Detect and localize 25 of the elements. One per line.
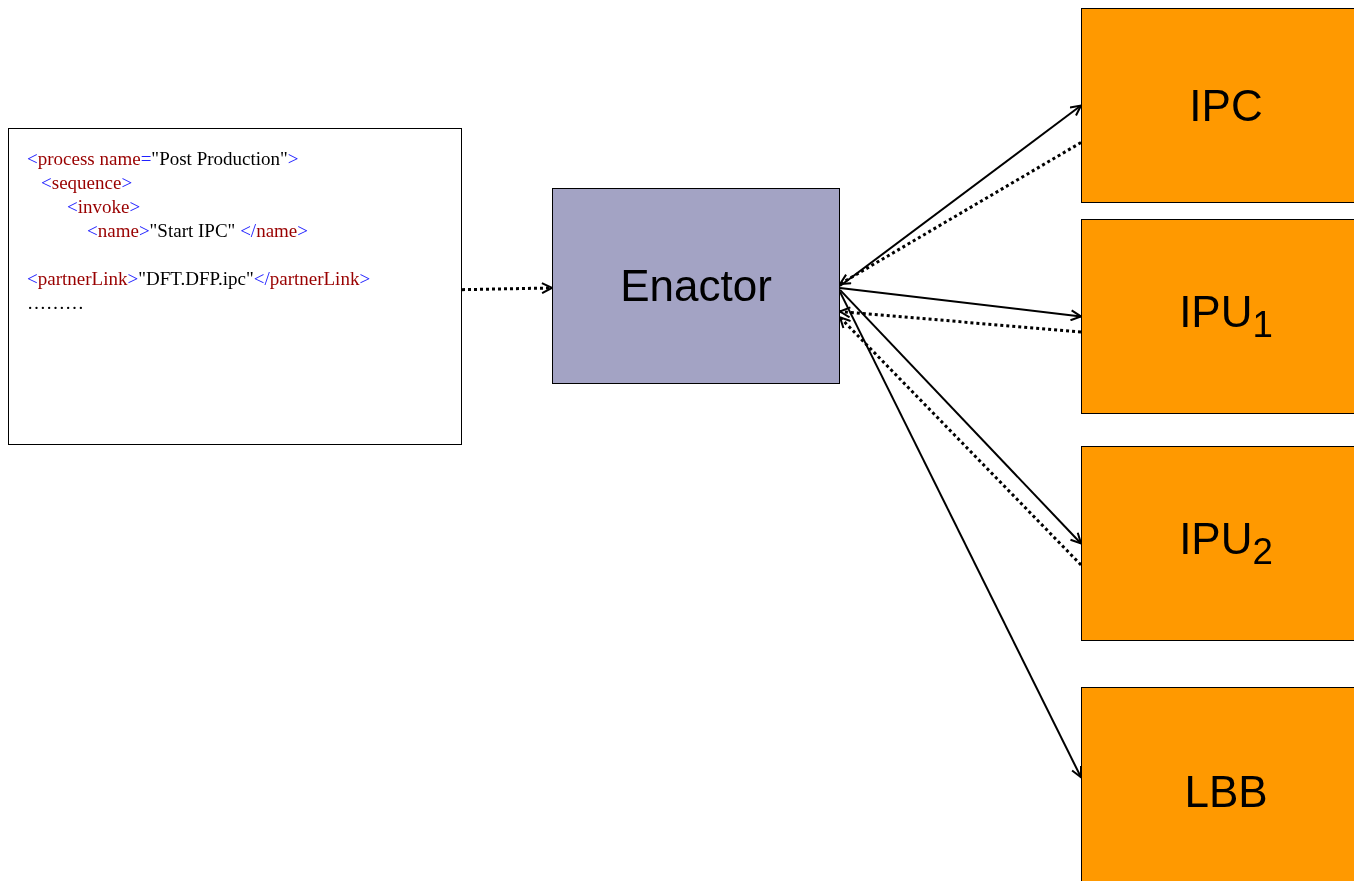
node-label: IPU$_{1}$ bbox=[1179, 287, 1273, 346]
arrow bbox=[839, 286, 1082, 322]
arrow bbox=[839, 290, 1083, 779]
arrow bbox=[839, 104, 1082, 287]
code-line: <name>"Start IPC" </name> bbox=[86, 219, 309, 243]
node-label: Enactor bbox=[620, 261, 772, 311]
code-line: <sequence> bbox=[40, 171, 134, 195]
code-line: <partnerLink>"DFT.DFP.ipc"</partnerLink> bbox=[27, 267, 372, 291]
process-box bbox=[1081, 219, 1354, 414]
arrow bbox=[461, 282, 553, 295]
process-box bbox=[1081, 446, 1354, 641]
code-box bbox=[8, 128, 462, 445]
arrow bbox=[839, 306, 1082, 334]
code-line: <process name="Post Production"> bbox=[27, 147, 300, 171]
code-line: ……… bbox=[27, 291, 85, 315]
node-label: IPU$_{2}$ bbox=[1179, 514, 1273, 573]
process-box bbox=[1081, 8, 1354, 203]
arrow bbox=[839, 141, 1082, 286]
code-line: <invoke> bbox=[66, 195, 142, 219]
node-label: IPC bbox=[1189, 80, 1263, 131]
process-box bbox=[1081, 687, 1354, 881]
process-box bbox=[552, 188, 840, 384]
arrow bbox=[839, 288, 1082, 545]
node-label: LBB bbox=[1184, 767, 1268, 817]
arrow bbox=[838, 316, 1083, 566]
